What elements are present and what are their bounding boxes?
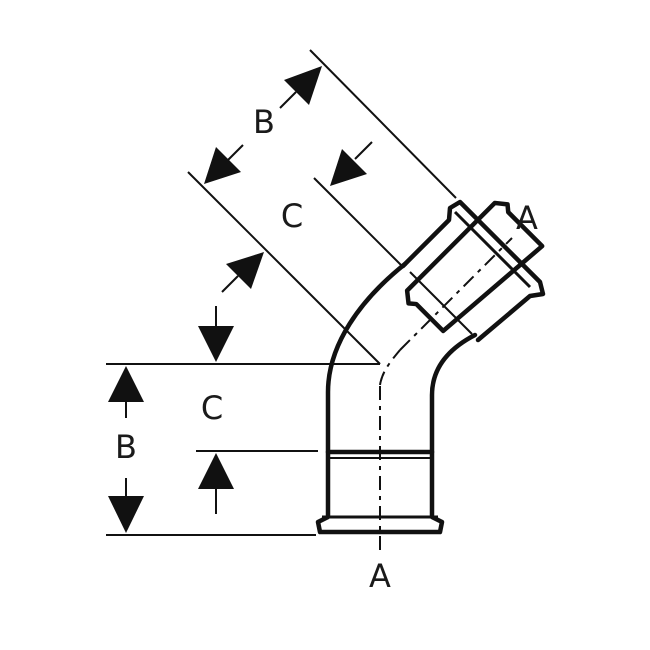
- elbow-outer-wall: [325, 261, 408, 455]
- extension-lines: [106, 49, 457, 536]
- bottom-socket: [315, 449, 445, 535]
- center-axis: [379, 237, 513, 550]
- dimension-c-diagonal: [221, 141, 373, 293]
- dimension-b-vertical: [108, 366, 144, 533]
- upper-socket-rim: [453, 210, 532, 289]
- elbow-fitting: [315, 199, 546, 535]
- upper-socket-outline: [400, 199, 546, 343]
- dimension-label-b-diagonal: B: [253, 103, 275, 141]
- dimension-label-c-diagonal: C: [281, 197, 303, 235]
- dimension-label-b-vertical: B: [115, 428, 137, 466]
- dimension-c-vertical: [198, 306, 234, 514]
- upper-socket: [404, 200, 545, 334]
- dimension-label-c-vertical: C: [201, 389, 223, 427]
- axis-label-bottom: A: [369, 557, 391, 595]
- elbow-inner-wall: [429, 332, 478, 455]
- axis-label-top: A: [516, 199, 538, 237]
- upper-socket-bead: [409, 271, 473, 335]
- dimension-b-diagonal: [204, 66, 322, 184]
